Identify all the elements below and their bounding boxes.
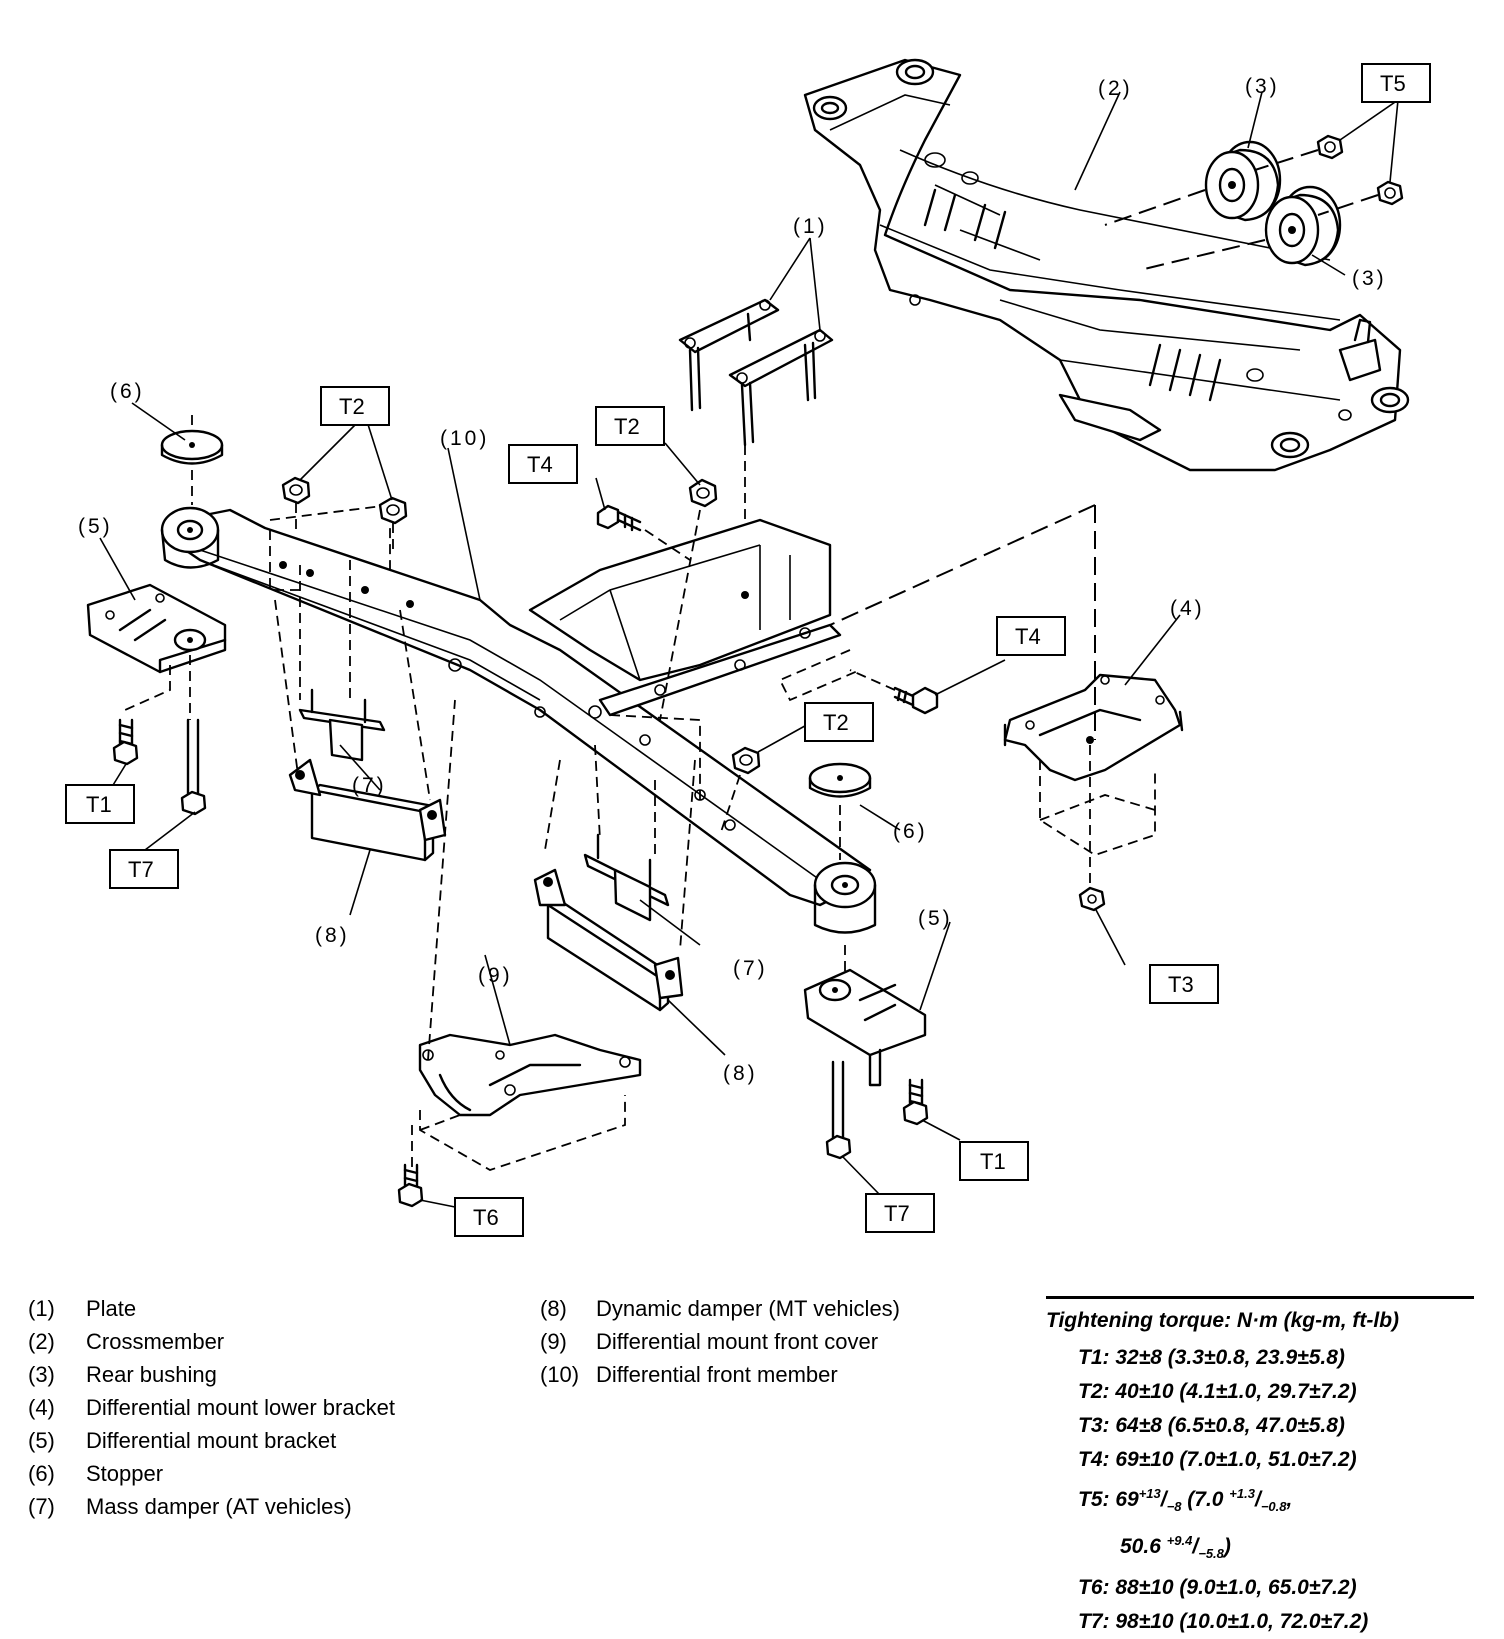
nut-t5-lower bbox=[1376, 180, 1404, 206]
leader-lines bbox=[99, 91, 1399, 1208]
callout-diff-mount-bracket-left: (5) bbox=[78, 515, 113, 538]
svg-text:T2: T2 bbox=[339, 394, 365, 419]
crossmember bbox=[803, 58, 1410, 472]
callout-stopper-right: (6) bbox=[893, 820, 928, 843]
differential-mount-lower-bracket bbox=[1003, 673, 1184, 885]
svg-text:T2: T2 bbox=[614, 414, 640, 439]
legend-item: (2)Crossmember bbox=[28, 1329, 225, 1354]
parts-legend-left: (1)Plate (2)Crossmember (3)Rear bushing … bbox=[28, 1292, 395, 1523]
legend-item: (8)Dynamic damper (MT vehicles) bbox=[540, 1296, 901, 1321]
stopper-left bbox=[160, 429, 224, 465]
torque-t6: T6: 88±10 (9.0±1.0, 65.0±7.2) bbox=[1078, 1576, 1357, 1600]
differential-mount-bracket-left bbox=[86, 583, 227, 674]
callout-crossmember: (2) bbox=[1098, 77, 1133, 100]
torque-tag-t2-right: T2 bbox=[804, 702, 874, 742]
nut-t2-b bbox=[378, 496, 408, 525]
callout-labels: (2) (3) (3) (1) (6) (6) (10) (5) (5) (4)… bbox=[78, 75, 1387, 1085]
bolt-t6 bbox=[397, 1163, 424, 1208]
rear-bushing-upper bbox=[1204, 140, 1282, 222]
nut-t2-a bbox=[281, 476, 311, 505]
torque-tag-t5: T5 bbox=[1361, 63, 1431, 103]
torque-tag-t7-right: T7 bbox=[865, 1193, 935, 1233]
dynamic-damper-right bbox=[533, 868, 684, 1012]
torque-t3: T3: 64±8 (6.5±0.8, 47.0±5.8) bbox=[1078, 1414, 1345, 1437]
nut-t3 bbox=[1078, 886, 1106, 912]
legend-item: (7)Mass damper (AT vehicles) bbox=[28, 1494, 352, 1519]
callout-rear-bushing-bottom: (3) bbox=[1352, 267, 1387, 290]
callout-diff-front-member: (10) bbox=[440, 427, 489, 450]
torque-tag-t6: T6 bbox=[454, 1197, 524, 1237]
legend-item: (3)Rear bushing bbox=[28, 1362, 217, 1387]
nut-t5-upper bbox=[1316, 134, 1344, 160]
svg-text:T1: T1 bbox=[86, 792, 112, 817]
torque-tag-t1-left: T1 bbox=[65, 784, 135, 824]
torque-t5-continued: 50.6 +9.4/−5.8) bbox=[1120, 1533, 1231, 1562]
torque-tag-t2-center: T2 bbox=[595, 406, 665, 446]
bolt-t1-left bbox=[112, 718, 139, 766]
plate-right bbox=[728, 328, 834, 447]
legend-item: (6)Stopper bbox=[28, 1461, 164, 1486]
callout-diff-mount-bracket-right: (5) bbox=[918, 907, 953, 930]
mass-damper-left bbox=[298, 688, 386, 762]
bolt-t7-right bbox=[825, 1060, 852, 1160]
callout-plate: (1) bbox=[793, 215, 828, 238]
svg-text:T2: T2 bbox=[823, 710, 849, 735]
differential-front-member bbox=[160, 506, 877, 934]
callout-diff-mount-lower-bracket: (4) bbox=[1170, 597, 1205, 620]
svg-text:T5: T5 bbox=[1380, 71, 1406, 96]
torque-tag-t3: T3 bbox=[1149, 964, 1219, 1004]
svg-text:T4: T4 bbox=[527, 452, 553, 477]
torque-t2: T2: 40±10 (4.1±1.0, 29.7±7.2) bbox=[1078, 1380, 1357, 1403]
callout-diff-mount-front-cover: (9) bbox=[478, 964, 513, 987]
svg-text:T7: T7 bbox=[128, 857, 154, 882]
bolt-t7-left bbox=[180, 718, 207, 816]
torque-t5: T5: 69+13/−8 (7.0 +1.3/−0.8, 50.6 +9.4/−… bbox=[1046, 1477, 1474, 1571]
callout-dynamic-damper-left: (8) bbox=[315, 924, 350, 947]
legend-item: (5)Differential mount bracket bbox=[28, 1428, 337, 1453]
tightening-torque-table: Tightening torque: N·m (kg-m, ft-lb) T1:… bbox=[1046, 1296, 1474, 1639]
callout-mass-damper-left: (7) bbox=[352, 774, 387, 797]
differential-mount-front-cover bbox=[411, 699, 642, 1171]
bolt-t4-lower bbox=[893, 686, 939, 715]
differential-mount-bracket-right bbox=[803, 968, 927, 1087]
torque-tag-t4-upper: T4 bbox=[508, 444, 578, 484]
legend-item: (9)Differential mount front cover bbox=[540, 1329, 879, 1354]
legend-item: (4)Differential mount lower bracket bbox=[28, 1395, 395, 1420]
bolt-t1-right bbox=[902, 1078, 929, 1126]
callout-stopper-left: (6) bbox=[110, 380, 145, 403]
divider bbox=[1046, 1296, 1474, 1299]
exploded-diagram: (2) (3) (3) (1) (6) (6) (10) (5) (5) (4)… bbox=[65, 58, 1431, 1237]
torque-tag-t1-right: T1 bbox=[959, 1141, 1029, 1181]
svg-text:T6: T6 bbox=[473, 1205, 499, 1230]
callout-rear-bushing-top: (3) bbox=[1245, 75, 1280, 98]
parts-legend-middle: (8)Dynamic damper (MT vehicles) (9)Diffe… bbox=[540, 1292, 900, 1391]
torque-t1: T1: 32±8 (3.3±0.8, 23.9±5.8) bbox=[1078, 1346, 1345, 1369]
torque-tag-t2-left: T2 bbox=[320, 386, 390, 426]
callout-mass-damper-right: (7) bbox=[733, 957, 768, 980]
svg-text:T1: T1 bbox=[980, 1149, 1006, 1174]
nut-t2-d bbox=[731, 746, 761, 775]
svg-text:T4: T4 bbox=[1015, 624, 1041, 649]
torque-t4: T4: 69±10 (7.0±1.0, 51.0±7.2) bbox=[1078, 1448, 1357, 1471]
bolt-t4-upper bbox=[596, 504, 642, 532]
nut-t2-c bbox=[688, 478, 718, 508]
torque-tag-t7-left: T7 bbox=[109, 849, 179, 889]
torque-t7: T7: 98±10 (10.0±1.0, 72.0±7.2) bbox=[1078, 1610, 1369, 1634]
svg-text:T7: T7 bbox=[884, 1201, 910, 1226]
legend-item: (1)Plate bbox=[28, 1296, 137, 1321]
torque-tag-t4-lower: T4 bbox=[996, 616, 1066, 656]
svg-text:T3: T3 bbox=[1168, 972, 1194, 997]
plate-left bbox=[678, 298, 780, 412]
callout-dynamic-damper-right: (8) bbox=[723, 1062, 758, 1085]
legend-item: (10)Differential front member bbox=[540, 1362, 838, 1387]
stopper-right bbox=[808, 762, 872, 798]
mass-damper-right bbox=[583, 833, 670, 922]
torque-heading: Tightening torque: N·m (kg-m, ft-lb) bbox=[1046, 1309, 1400, 1332]
